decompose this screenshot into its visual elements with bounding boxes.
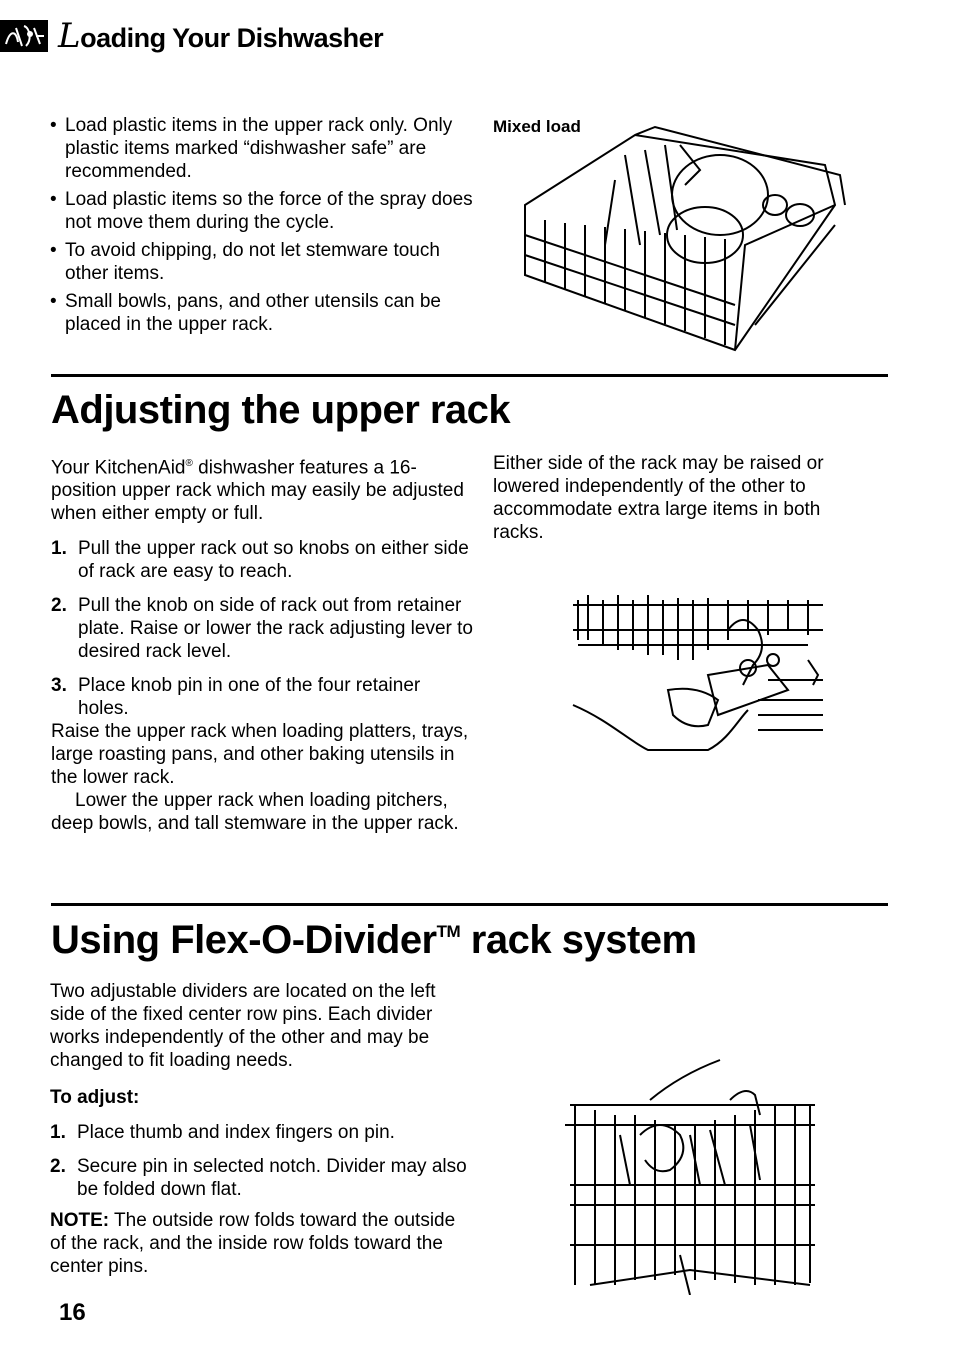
page-header: Loading Your Dishwasher [0,14,600,56]
rack-adjustment-illustration [572,595,823,751]
list-item: 1.Place thumb and index fingers on pin. [50,1122,395,1143]
list-item: To avoid chipping, do not let stemware t… [50,239,480,285]
raise-instruction: Raise the upper rack when loading platte… [51,721,469,789]
to-adjust-label: To adjust: [50,1087,140,1108]
list-item: 2.Secure pin in selected notch. Divider … [50,1156,467,1200]
list-item: Small bowls, pans, and other utensils ca… [50,290,480,336]
section-divider [51,374,888,377]
list-item: 2.Pull the knob on side of rack out from… [51,595,473,663]
list-item: Load plastic items so the force of the s… [50,188,480,234]
dishwasher-logo-icon [0,20,48,52]
page-number: 16 [59,1299,86,1326]
section-divider [51,903,888,906]
figure-label: Mixed load [493,117,581,136]
loading-bullet-list: Load plastic items in the upper rack onl… [50,114,480,341]
list-item: 3.Place knob pin in one of the four reta… [51,675,421,720]
section-heading-adjusting: Adjusting the upper rack [51,388,511,432]
lower-instruction: Lower the upper rack when loading pitche… [51,790,459,835]
flex-steps: 1.Place thumb and index fingers on pin. … [50,1121,475,1201]
flex-note: NOTE: The outside row folds toward the o… [50,1210,456,1277]
flex-intro: Two adjustable dividers are located on t… [50,981,436,1071]
flex-left-column: Two adjustable dividers are located on t… [50,980,475,1278]
mixed-load-rack-illustration [524,125,846,352]
list-item: 1.Pull the upper rack out so knobs on ei… [51,538,469,583]
section-heading-flex-o-divider: Using Flex-O-DividerTM rack system [51,918,697,962]
flex-o-divider-rack-illustration [565,1059,815,1295]
adjusting-steps: 1.Pull the upper rack out so knobs on ei… [51,537,476,720]
adjusting-right-text: Either side of the rack may be raised or… [493,453,824,543]
adjusting-intro: Your KitchenAid® dishwasher features a 1… [51,457,464,525]
page-title: Loading Your Dishwasher [58,16,384,56]
adjusting-left-column: Your KitchenAid® dishwasher features a 1… [51,452,476,835]
list-item: Load plastic items in the upper rack onl… [50,114,480,183]
